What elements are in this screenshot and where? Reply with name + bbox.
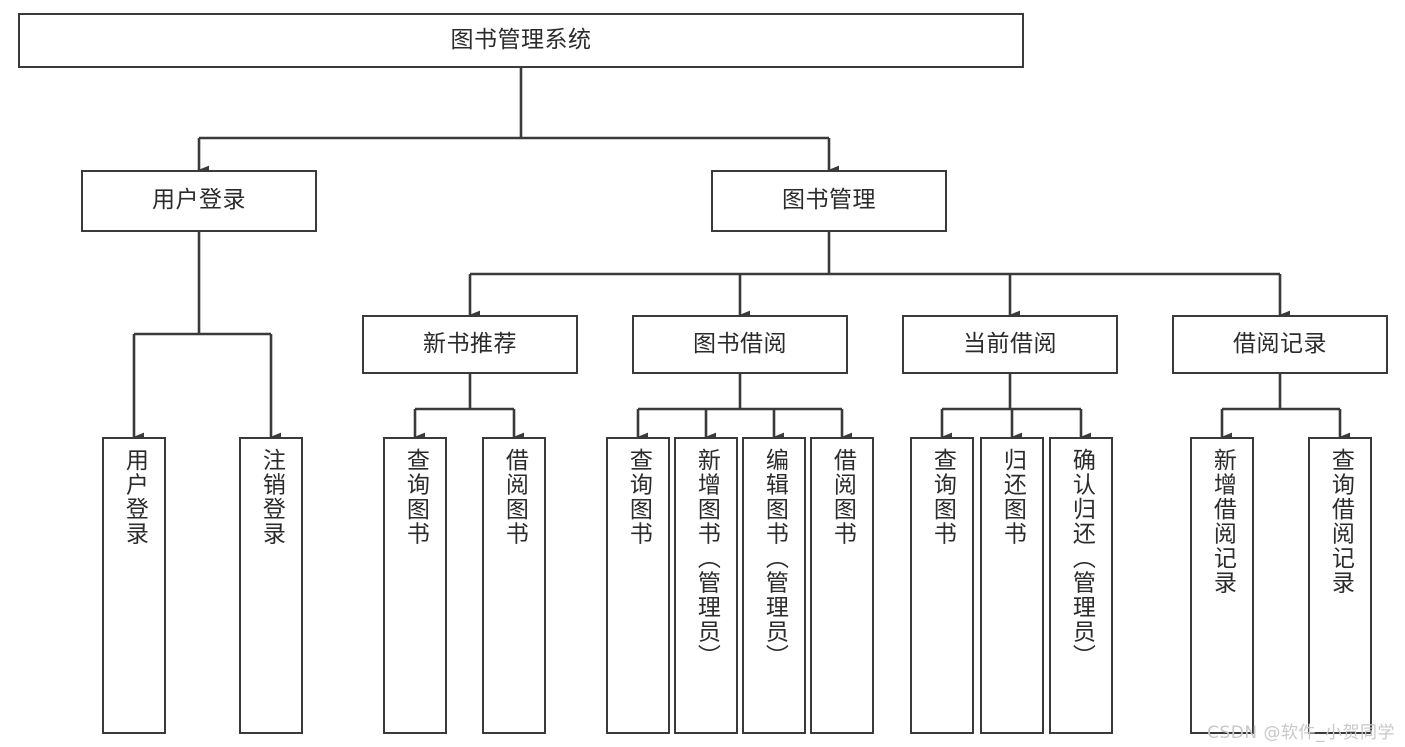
edge-group [132,68,1351,442]
node-root[interactable]: 图书管理系统 [18,13,1024,68]
node-leaf11[interactable]: 确认归还（管理员） [1049,437,1113,734]
node-label: 查询图书 [625,448,652,546]
node-label: 用户登录 [152,187,246,214]
node-label: 查询图书 [402,448,429,546]
node-leaf7[interactable]: 编辑图书（管理员） [742,437,806,734]
node-label: 借阅记录 [1233,330,1327,357]
node-label: 查询图书 [929,448,956,546]
node-leaf12[interactable]: 新增借阅记录 [1190,437,1254,734]
node-leaf2[interactable]: 注销登录 [239,437,303,734]
node-label: 图书借阅 [693,330,787,357]
node-label: 注销登录 [258,448,285,546]
node-leaf1[interactable]: 用户登录 [102,437,166,734]
watermark: CSDN @软件_小贺同学 [1207,723,1395,743]
node-leaf8[interactable]: 借阅图书 [810,437,874,734]
node-leaf13[interactable]: 查询借阅记录 [1308,437,1372,734]
node-label: 用户登录 [121,448,148,546]
node-label: 新增图书（管理员） [693,448,720,669]
node-leaf3[interactable]: 查询图书 [383,437,447,734]
node-leaf10[interactable]: 归还图书 [980,437,1044,734]
node-label: 图书管理系统 [450,26,592,53]
node-label: 归还图书 [999,448,1026,546]
node-leaf6[interactable]: 新增图书（管理员） [674,437,738,734]
node-newbook[interactable]: 新书推荐 [362,315,578,374]
node-bookmgmt[interactable]: 图书管理 [711,170,947,232]
node-records[interactable]: 借阅记录 [1172,315,1388,374]
node-label: 当前借阅 [963,330,1057,357]
node-label: 借阅图书 [829,448,856,546]
node-borrow[interactable]: 图书借阅 [632,315,848,374]
node-leaf5[interactable]: 查询图书 [606,437,670,734]
node-label: 新书推荐 [423,330,517,357]
node-label: 编辑图书（管理员） [761,448,788,669]
node-label: 图书管理 [782,187,876,214]
node-current[interactable]: 当前借阅 [902,315,1118,374]
node-leaf9[interactable]: 查询图书 [910,437,974,734]
node-login[interactable]: 用户登录 [81,170,317,232]
node-label: 新增借阅记录 [1209,448,1236,595]
node-label: 借阅图书 [501,448,528,546]
node-label: 确认归还（管理员） [1068,448,1095,669]
node-leaf4[interactable]: 借阅图书 [482,437,546,734]
node-label: 查询借阅记录 [1327,448,1354,595]
